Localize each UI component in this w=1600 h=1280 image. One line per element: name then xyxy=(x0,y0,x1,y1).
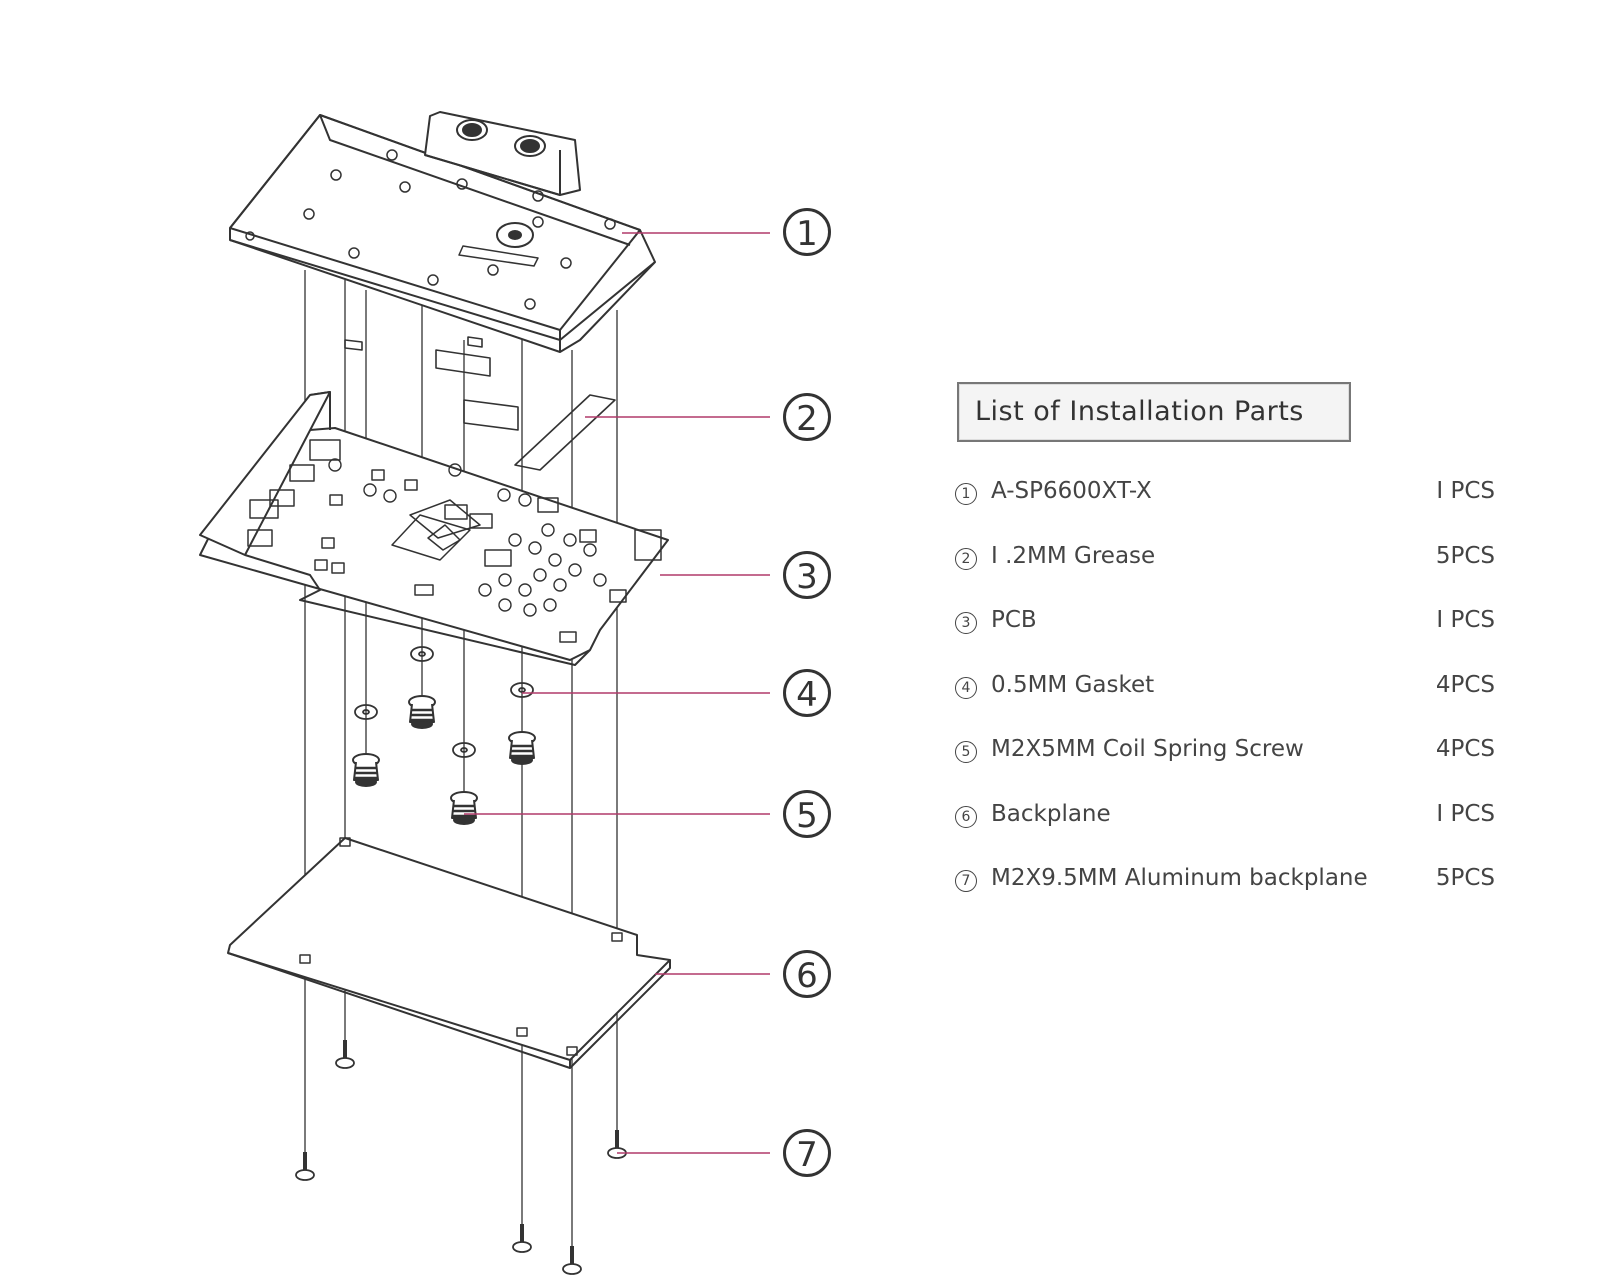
callout-6: 6 xyxy=(783,950,831,998)
item-name: M2X9.5MM Aluminum backplane xyxy=(991,865,1368,891)
item-number: 4 xyxy=(955,676,977,699)
parts-list: 1 A-SP6600XT-X I PCS 2 I .2MM Grease 5PC… xyxy=(955,478,1495,930)
item-number: 3 xyxy=(955,612,977,634)
item-quantity: 5PCS xyxy=(1435,865,1495,891)
item-name: I .2MM Grease xyxy=(991,542,1156,569)
item-number: 2 xyxy=(955,547,977,570)
item-number: 7 xyxy=(955,870,977,892)
item-name: A-SP6600XT-X xyxy=(991,478,1152,504)
list-item: 1 A-SP6600XT-X I PCS xyxy=(955,478,1495,543)
list-item: 4 0.5MM Gasket 4PCS xyxy=(955,672,1495,737)
item-number: 1 xyxy=(955,483,977,505)
item-quantity: I PCS xyxy=(1436,478,1495,504)
item-quantity: I PCS xyxy=(1436,607,1495,633)
item-number: 6 xyxy=(955,805,977,828)
pcb-board xyxy=(199,391,669,666)
callout-2: 2 xyxy=(783,393,831,441)
list-item: 2 I .2MM Grease 5PCS xyxy=(955,543,1495,608)
list-item: 6 Backplane I PCS xyxy=(955,801,1495,866)
assembly-guide-lines xyxy=(304,270,618,1265)
list-item: 7 M2X9.5MM Aluminum backplane 5PCS xyxy=(955,865,1495,930)
callout-7: 7 xyxy=(783,1129,831,1177)
list-item: 5 M2X5MM Coil Spring Screw 4PCS xyxy=(955,736,1495,801)
item-name: M2X5MM Coil Spring Screw xyxy=(991,736,1304,762)
item-quantity: 5PCS xyxy=(1435,542,1495,569)
list-item: 3 PCB I PCS xyxy=(955,607,1495,672)
thermal-pads xyxy=(344,336,616,471)
backplane xyxy=(227,837,671,1069)
item-quantity: 4PCS xyxy=(1435,736,1495,762)
legend-title: List of Installation Parts xyxy=(975,396,1304,427)
callout-3: 3 xyxy=(783,551,831,599)
coil-spring-screws xyxy=(352,695,536,825)
item-name: Backplane xyxy=(991,800,1111,827)
item-quantity: 4PCS xyxy=(1435,671,1495,698)
item-quantity: I PCS xyxy=(1436,800,1495,827)
item-name: 0.5MM Gasket xyxy=(991,671,1155,698)
callout-5: 5 xyxy=(783,790,831,838)
item-name: PCB xyxy=(991,607,1037,633)
callout-1: 1 xyxy=(783,208,831,256)
water-block xyxy=(229,111,656,353)
aluminum-screws xyxy=(295,1040,627,1275)
callout-4: 4 xyxy=(783,669,831,717)
gaskets xyxy=(354,646,534,758)
leader-lines xyxy=(464,232,770,1154)
legend-title-box: List of Installation Parts xyxy=(957,382,1351,442)
item-number: 5 xyxy=(955,741,977,763)
